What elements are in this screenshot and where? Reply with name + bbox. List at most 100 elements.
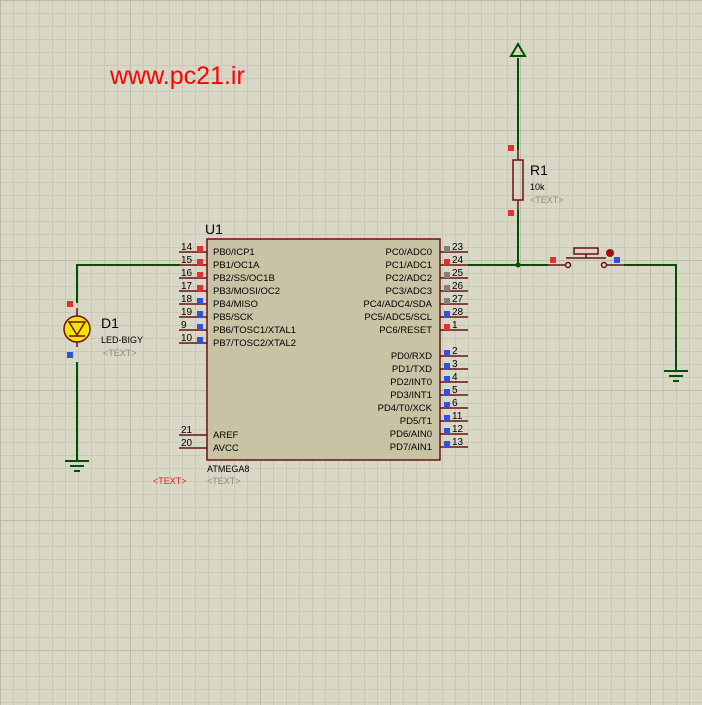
led-part: LED-BIGY xyxy=(101,335,143,345)
mcu-pin-label: PB2/SS/OC1B xyxy=(213,273,275,284)
mcu-pin-number: 19 xyxy=(181,307,193,318)
mcu-pin-16-state xyxy=(197,272,203,278)
mcu-pin-25-state xyxy=(444,272,450,278)
push-button[interactable] xyxy=(548,247,624,269)
ground-button[interactable] xyxy=(664,370,688,382)
mcu-pin-26-state xyxy=(444,285,450,291)
mcu-pin-number: 18 xyxy=(181,294,193,305)
led-d1[interactable]: D1 LED-BIGY <TEXT> xyxy=(63,301,143,358)
power-arrow-icon xyxy=(509,42,527,57)
mcu-pin-label: PC0/ADC0 xyxy=(386,247,432,258)
mcu-body xyxy=(206,238,441,461)
mcu-pin-label: PC6/RESET xyxy=(379,325,432,336)
mcu-pin-4-state xyxy=(444,376,450,382)
button-pin-2[interactable] xyxy=(614,257,620,263)
mcu-pin-label: PC5/ADC5/SCL xyxy=(364,312,432,323)
mcu-pin-label: PB5/SCK xyxy=(213,312,254,323)
button-contact-left xyxy=(564,261,572,269)
mcu-pin-number: 17 xyxy=(181,281,193,292)
mcu-pin-2-state xyxy=(444,350,450,356)
button-cap-icon xyxy=(573,247,599,255)
wire-button-ground[interactable] xyxy=(624,264,677,370)
mcu-pin-label: PC4/ADC4/SDA xyxy=(363,299,432,310)
mcu-pin-label: PD6/AIN0 xyxy=(390,429,432,440)
mcu-pin-number: 1 xyxy=(452,320,458,331)
led-ref: D1 xyxy=(101,315,119,331)
mcu-pin-1-state xyxy=(444,324,450,330)
led-text-placeholder: <TEXT> xyxy=(103,348,137,358)
wire-junction xyxy=(515,262,521,268)
button-action-icon[interactable] xyxy=(606,249,614,257)
mcu-pin-number: 28 xyxy=(452,307,464,318)
mcu-pin-number: 26 xyxy=(452,281,464,292)
button-pin-1[interactable] xyxy=(550,257,556,263)
mcu-pin-number: 25 xyxy=(452,268,464,279)
mcu-pin-label: AREF xyxy=(213,430,239,441)
mcu-pin-28-state xyxy=(444,311,450,317)
mcu-pin-5-state xyxy=(444,389,450,395)
resistor-r1[interactable]: R1 10k <TEXT> xyxy=(508,145,564,216)
mcu-pin-number: 12 xyxy=(452,424,464,435)
mcu-text-placeholder: <TEXT> xyxy=(207,476,241,486)
mcu-pin-label: PD5/T1 xyxy=(400,416,432,427)
mcu-pin-9-state xyxy=(197,324,203,330)
wires xyxy=(76,58,677,460)
mcu-pin-24-state xyxy=(444,259,450,265)
mcu-pin-23-state xyxy=(444,246,450,252)
mcu-pin-17-state xyxy=(197,285,203,291)
mcu-pin-number: 27 xyxy=(452,294,464,305)
mcu-pin-number: 4 xyxy=(452,372,458,383)
mcu-pin-number: 6 xyxy=(452,398,458,409)
mcu-pin-3-state xyxy=(444,363,450,369)
mcu-pin-14-state xyxy=(197,246,203,252)
power-terminal[interactable] xyxy=(509,42,527,57)
button-contact-right xyxy=(600,261,608,269)
led-pin-anode[interactable] xyxy=(67,301,73,307)
mcu-pin-label: AVCC xyxy=(213,443,239,454)
mcu-pin-10-state xyxy=(197,337,203,343)
mcu-pin-label: PB1/OC1A xyxy=(213,260,260,271)
resistor-pin-2[interactable] xyxy=(508,210,514,216)
led-pin-cathode[interactable] xyxy=(67,352,73,358)
diode-triangle-icon xyxy=(67,321,87,337)
resistor-text-placeholder: <TEXT> xyxy=(530,195,564,205)
mcu-pin-label: PD0/RXD xyxy=(391,351,432,362)
resistor-pin-1[interactable] xyxy=(508,145,514,151)
mcu-pin-label: PB6/TOSC1/XTAL1 xyxy=(213,325,296,336)
resistor-ref: R1 xyxy=(530,162,548,178)
led-body-icon xyxy=(63,315,91,343)
mcu-pin-number: 21 xyxy=(181,425,193,436)
resistor-body-icon xyxy=(512,159,524,201)
mcu-pin-label: PC1/ADC1 xyxy=(386,260,432,271)
mcu-pin-label: PC3/ADC3 xyxy=(386,286,432,297)
mcu-pin-label: PD4/T0/XCK xyxy=(378,403,433,414)
mcu-pin-label: PB4/MISO xyxy=(213,299,258,310)
mcu-pin-12-state xyxy=(444,428,450,434)
resistor-value: 10k xyxy=(530,182,545,192)
mcu-pin-11-state xyxy=(444,415,450,421)
mcu-pin-15-state xyxy=(197,259,203,265)
mcu-pin-19-state xyxy=(197,311,203,317)
mcu-pin-number: 20 xyxy=(181,438,193,449)
ground-led[interactable] xyxy=(65,460,89,472)
mcu-pin-label: PD7/AIN1 xyxy=(390,442,432,453)
mcu-pin-number: 11 xyxy=(452,411,463,422)
mcu-pin-number: 14 xyxy=(181,242,193,253)
mcu-pin-number: 24 xyxy=(452,255,464,266)
mcu-pin-number: 16 xyxy=(181,268,193,279)
mcu-pin-6-state xyxy=(444,402,450,408)
mcu-pin-number: 3 xyxy=(452,359,458,370)
mcu-extra-text-placeholder: <TEXT> xyxy=(153,476,187,486)
mcu-pin-number: 2 xyxy=(452,346,458,357)
mcu-pin-label: PD3/INT1 xyxy=(390,390,432,401)
wire-led-pb1[interactable] xyxy=(76,264,180,303)
mcu-pin-18-state xyxy=(197,298,203,304)
mcu-pin-number: 9 xyxy=(181,320,187,331)
mcu-pin-label: PC2/ADC2 xyxy=(386,273,432,284)
mcu-pin-number: 13 xyxy=(452,437,464,448)
mcu-pin-label: PB7/TOSC2/XTAL2 xyxy=(213,338,296,349)
mcu-pin-label: PD2/INT0 xyxy=(390,377,432,388)
mcu-pin-number: 15 xyxy=(181,255,193,266)
